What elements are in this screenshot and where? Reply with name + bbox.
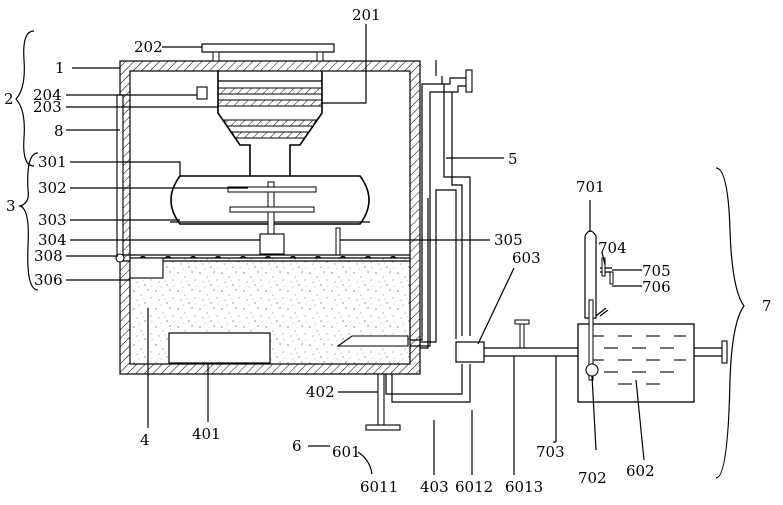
- label-2: 2: [4, 90, 14, 108]
- label-201: 201: [352, 6, 381, 24]
- label-403: 403: [420, 478, 449, 496]
- labels: 1 2 3 4 5 6 7 8 201 202 203 204 301 302 …: [4, 6, 772, 496]
- small-box-306: [129, 257, 164, 279]
- brace-7: [715, 167, 745, 479]
- label-603: 603: [512, 249, 541, 267]
- label-401: 401: [192, 425, 221, 443]
- label-3: 3: [6, 197, 16, 215]
- label-706: 706: [642, 278, 671, 296]
- label-704: 704: [598, 239, 627, 257]
- label-308: 308: [34, 247, 63, 265]
- label-4: 4: [140, 431, 150, 449]
- label-1: 1: [55, 59, 65, 77]
- outlet-valve: [365, 373, 401, 431]
- filter-plate: [118, 254, 410, 262]
- probe-assembly: [584, 230, 614, 381]
- label-6013: 6013: [505, 478, 543, 496]
- pipe-5: [410, 60, 473, 347]
- label-6012: 6012: [455, 478, 493, 496]
- label-306: 306: [34, 271, 63, 289]
- mixing-vessel: [170, 175, 370, 256]
- water-box-602: [577, 323, 728, 403]
- label-701: 701: [576, 178, 605, 196]
- label-302: 302: [38, 179, 67, 197]
- brace-3: [17, 152, 39, 291]
- label-6011: 6011: [360, 478, 398, 496]
- label-203: 203: [33, 98, 62, 116]
- label-303: 303: [38, 211, 67, 229]
- pump-603: [455, 319, 580, 442]
- label-5: 5: [508, 150, 518, 168]
- label-7: 7: [762, 297, 772, 315]
- label-703: 703: [536, 443, 565, 461]
- label-301: 301: [38, 153, 67, 171]
- label-305: 305: [494, 231, 523, 249]
- label-6: 6: [292, 437, 302, 455]
- box-401: [168, 332, 271, 364]
- label-204: 204: [33, 86, 62, 104]
- label-304: 304: [38, 231, 67, 249]
- screen-hopper: [196, 71, 323, 176]
- leader-lines: [66, 24, 645, 475]
- label-402: 402: [306, 383, 335, 401]
- label-601: 601: [332, 443, 361, 461]
- label-705: 705: [642, 262, 671, 280]
- label-8: 8: [54, 122, 64, 140]
- sensor-204: [196, 86, 208, 100]
- label-602: 602: [626, 462, 655, 480]
- label-702: 702: [578, 469, 607, 487]
- lid-assembly: [201, 43, 335, 62]
- label-202: 202: [134, 38, 163, 56]
- brace-2: [15, 30, 35, 167]
- motor-304: [259, 233, 285, 255]
